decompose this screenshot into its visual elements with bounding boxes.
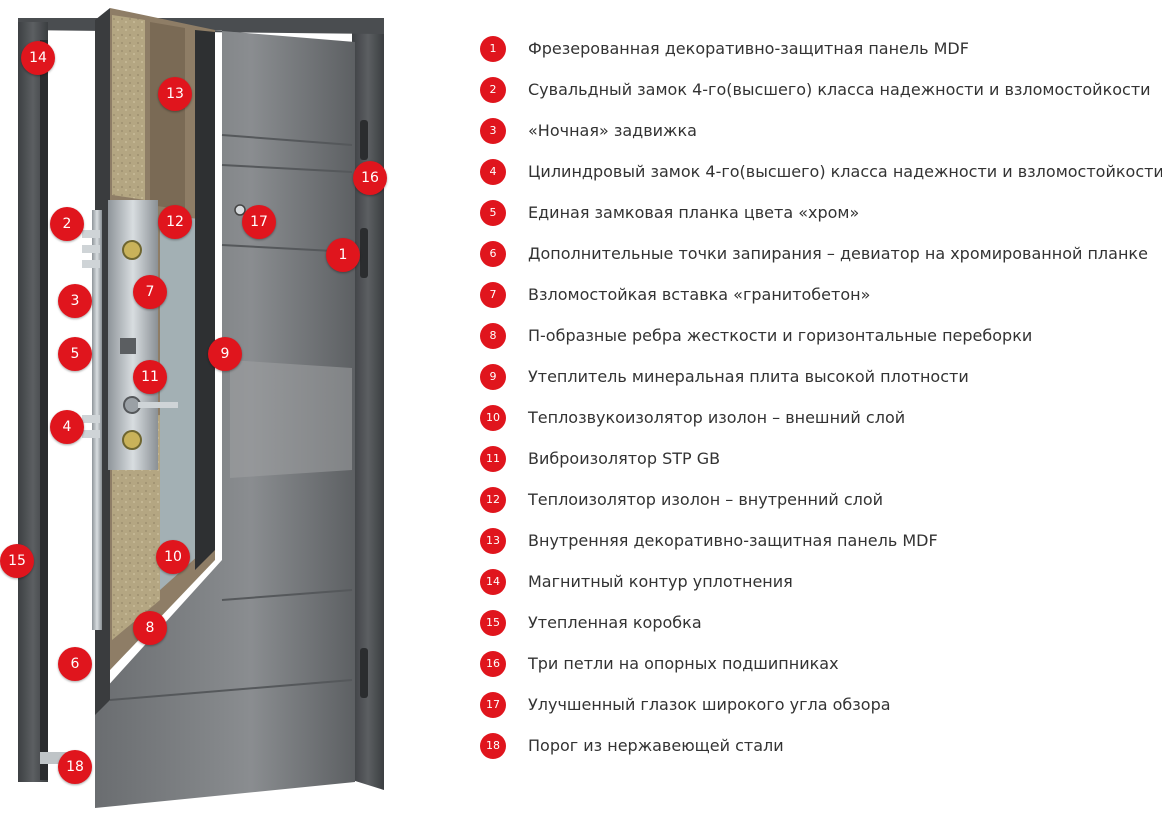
legend-number-badge: 5 xyxy=(480,199,506,226)
marker-label: 1 xyxy=(338,247,348,263)
marker-5: 5 xyxy=(58,337,92,371)
legend-number-badge: 12 xyxy=(480,486,506,513)
marker-label: 14 xyxy=(29,50,47,66)
legend-item: 1 Фрезерованная декоративно-защитная пане… xyxy=(480,28,1160,69)
marker-label: 8 xyxy=(145,620,155,636)
door-leaf xyxy=(82,8,368,808)
marker-label: 9 xyxy=(220,346,230,362)
legend-text: Теплоизолятор изолон – внутренний слой xyxy=(528,490,884,509)
door-illustration xyxy=(18,8,384,808)
legend-text: Внутренняя декоративно-защитная панель M… xyxy=(528,531,938,550)
marker-3: 3 xyxy=(58,284,92,318)
legend-number-badge: 16 xyxy=(480,650,506,677)
legend-number-badge: 7 xyxy=(480,281,506,308)
marker-12: 12 xyxy=(158,205,192,239)
legend-text: Улучшенный глазок широкого угла обзора xyxy=(528,695,891,714)
legend-item: 4 Цилиндровый замок 4-го(высшего) класса … xyxy=(480,151,1162,192)
marker-10: 10 xyxy=(156,540,190,574)
legend-number-badge: 9 xyxy=(480,363,506,390)
marker-18: 18 xyxy=(58,750,92,784)
legend-number-badge: 8 xyxy=(480,322,506,349)
marker-4: 4 xyxy=(50,410,84,444)
marker-16: 16 xyxy=(353,161,387,195)
legend-item: 16 Три петли на опорных подшипниках xyxy=(480,643,1160,684)
legend-item: 18 Порог из нержавеющей стали xyxy=(480,725,1160,766)
marker-7: 7 xyxy=(133,275,167,309)
legend-number-badge: 1 xyxy=(480,35,506,62)
marker-15: 15 xyxy=(0,544,34,578)
legend-text: П-образные ребра жесткости и горизонталь… xyxy=(528,326,1033,345)
legend-number-badge: 17 xyxy=(480,691,506,718)
marker-label: 6 xyxy=(70,656,80,672)
legend-item: 10 Теплозвукоизолятор изолон – внешний сл… xyxy=(480,397,1160,438)
legend-number-badge: 13 xyxy=(480,527,506,554)
legend-number-badge: 4 xyxy=(480,158,506,185)
legend-list: 1 Фрезерованная декоративно-защитная пане… xyxy=(480,28,1162,766)
marker-13: 13 xyxy=(158,77,192,111)
marker-label: 18 xyxy=(66,759,84,775)
legend-text: «Ночная» задвижка xyxy=(528,121,697,140)
legend-item: 15 Утепленная коробка xyxy=(480,602,1160,643)
marker-label: 15 xyxy=(8,553,26,569)
legend-item: 11 Виброизолятор STP GB xyxy=(480,438,1160,479)
legend-number-badge: 6 xyxy=(480,240,506,267)
legend-item: 9 Утеплитель минеральная плита высокой пл… xyxy=(480,356,1160,397)
marker-17: 17 xyxy=(242,205,276,239)
legend-number-badge: 10 xyxy=(480,404,506,431)
door-frame xyxy=(18,18,384,790)
legend-item: 7 Взломостойкая вставка «гранитобетон» xyxy=(480,274,1160,315)
marker-14: 14 xyxy=(21,41,55,75)
marker-8: 8 xyxy=(133,611,167,645)
legend-text: Виброизолятор STP GB xyxy=(528,449,721,468)
legend-text: Утепленная коробка xyxy=(528,613,702,632)
marker-label: 16 xyxy=(361,170,379,186)
legend-number-badge: 11 xyxy=(480,445,506,472)
legend-text: Единая замковая планка цвета «хром» xyxy=(528,203,860,222)
legend-text: Фрезерованная декоративно-защитная панел… xyxy=(528,39,969,58)
marker-1: 1 xyxy=(326,238,360,272)
marker-label: 7 xyxy=(145,284,155,300)
marker-label: 12 xyxy=(166,214,184,230)
legend-number-badge: 2 xyxy=(480,76,506,103)
legend-item: 8 П-образные ребра жесткости и горизонтал… xyxy=(480,315,1160,356)
legend-text: Цилиндровый замок 4-го(высшего) класса н… xyxy=(528,162,1162,181)
legend-number-badge: 14 xyxy=(480,568,506,595)
marker-label: 2 xyxy=(62,216,72,232)
legend-item: 6 Дополнительные точки запирания – девиат… xyxy=(480,233,1160,274)
marker-2: 2 xyxy=(50,207,84,241)
legend-text: Взломостойкая вставка «гранитобетон» xyxy=(528,285,871,304)
legend-item: 14 Магнитный контур уплотнения xyxy=(480,561,1160,602)
legend-text: Сувальдный замок 4-го(высшего) класса на… xyxy=(528,80,1151,99)
marker-6: 6 xyxy=(58,647,92,681)
legend-number-badge: 3 xyxy=(480,117,506,144)
legend-text: Дополнительные точки запирания – девиато… xyxy=(528,244,1148,263)
marker-9: 9 xyxy=(208,337,242,371)
legend-item: 5 Единая замковая планка цвета «хром» xyxy=(480,192,1160,233)
marker-label: 5 xyxy=(70,346,80,362)
marker-11: 11 xyxy=(133,360,167,394)
legend-item: 17 Улучшенный глазок широкого угла обзора xyxy=(480,684,1160,725)
legend-item: 2 Сувальдный замок 4-го(высшего) класса н… xyxy=(480,69,1160,110)
legend-number-badge: 15 xyxy=(480,609,506,636)
legend-number-badge: 18 xyxy=(480,732,506,759)
legend-item: 12 Теплоизолятор изолон – внутренний слой xyxy=(480,479,1160,520)
legend-text: Теплозвукоизолятор изолон – внешний слой xyxy=(528,408,906,427)
legend-item: 3 «Ночная» задвижка xyxy=(480,110,1160,151)
legend-text: Три петли на опорных подшипниках xyxy=(528,654,839,673)
legend-text: Порог из нержавеющей стали xyxy=(528,736,784,755)
legend-item: 13 Внутренняя декоративно-защитная панель… xyxy=(480,520,1160,561)
marker-label: 13 xyxy=(166,86,184,102)
legend-text: Утеплитель минеральная плита высокой пло… xyxy=(528,367,969,386)
legend-text: Магнитный контур уплотнения xyxy=(528,572,793,591)
marker-label: 4 xyxy=(62,419,72,435)
marker-label: 11 xyxy=(141,369,159,385)
marker-label: 10 xyxy=(164,549,182,565)
marker-label: 17 xyxy=(250,214,268,230)
marker-label: 3 xyxy=(70,293,80,309)
